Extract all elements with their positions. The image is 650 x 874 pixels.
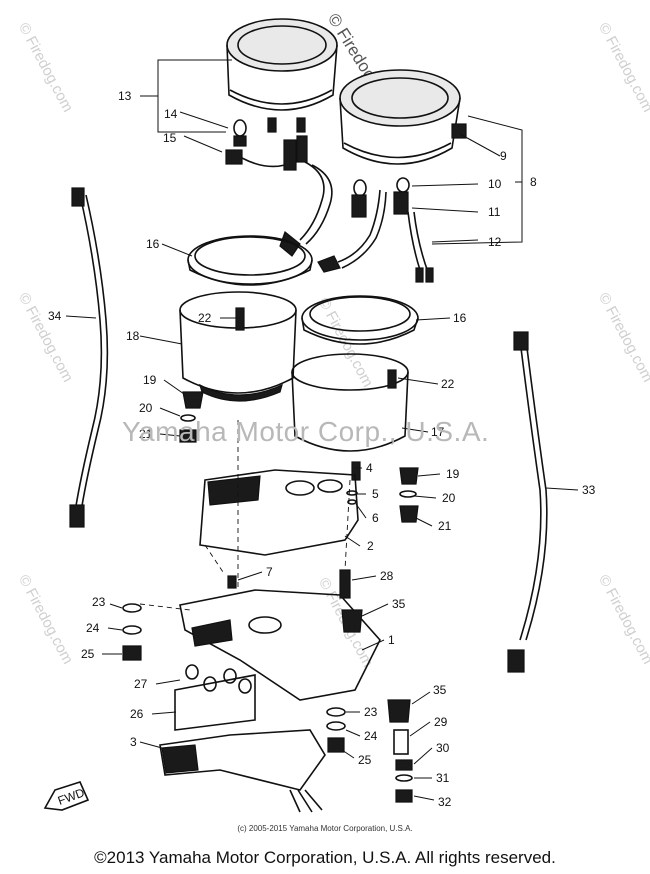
callout-21-left: 21 bbox=[139, 427, 153, 441]
cable-33 bbox=[507, 331, 548, 673]
callout-26: 26 bbox=[130, 707, 144, 721]
callout-16-left: 16 bbox=[146, 237, 160, 251]
socket-block-26 bbox=[174, 664, 256, 731]
ring-16-right bbox=[301, 295, 419, 345]
socket-15 bbox=[225, 135, 333, 257]
callout-27: 27 bbox=[134, 677, 148, 691]
bracket-1 bbox=[179, 589, 381, 701]
callout-15: 15 bbox=[163, 131, 177, 145]
callout-31: 31 bbox=[436, 771, 450, 785]
case-17 bbox=[291, 353, 409, 452]
callout-20-right: 20 bbox=[442, 491, 456, 505]
callout-5: 5 bbox=[372, 487, 379, 501]
cable-34 bbox=[69, 187, 109, 528]
callout-4: 4 bbox=[366, 461, 373, 475]
grommet-stack-left bbox=[179, 391, 204, 443]
grommet-35-upper bbox=[341, 609, 363, 633]
bulb-10-11 bbox=[317, 177, 434, 283]
callout-25-right: 25 bbox=[358, 753, 372, 767]
bracket-3 bbox=[159, 729, 326, 813]
callout-24-right: 24 bbox=[364, 729, 378, 743]
callout-3: 3 bbox=[130, 735, 137, 749]
callout-35-upper: 35 bbox=[392, 597, 406, 611]
case-18 bbox=[179, 291, 297, 402]
callout-30: 30 bbox=[436, 741, 450, 755]
callout-12: 12 bbox=[488, 235, 502, 249]
callout-18: 18 bbox=[126, 329, 140, 343]
callout-24-left: 24 bbox=[86, 621, 100, 635]
washer-stack-left bbox=[122, 603, 142, 661]
watermark-center: Yamaha Motor Corp., U.S.A. bbox=[122, 416, 490, 447]
callout-29: 29 bbox=[434, 715, 448, 729]
callout-2: 2 bbox=[367, 539, 374, 553]
callout-1: 1 bbox=[388, 633, 395, 647]
meter-8 bbox=[339, 69, 467, 165]
callout-20-left: 20 bbox=[139, 401, 153, 415]
callout-11: 11 bbox=[488, 205, 501, 219]
callout-7: 7 bbox=[266, 565, 273, 579]
callout-33: 33 bbox=[582, 483, 596, 497]
callout-13: 13 bbox=[118, 89, 132, 103]
washer-stack-right bbox=[326, 707, 346, 753]
callout-6: 6 bbox=[372, 511, 379, 525]
callout-19-left: 19 bbox=[143, 373, 157, 387]
callout-9: 9 bbox=[500, 149, 507, 163]
callout-14: 14 bbox=[164, 107, 178, 121]
callout-28: 28 bbox=[380, 569, 394, 583]
callout-25-left: 25 bbox=[81, 647, 95, 661]
collar-stack-29-32 bbox=[393, 729, 413, 803]
small-copyright: (c) 2005-2015 Yamaha Motor Corporation, … bbox=[237, 824, 413, 833]
callout-21-right: 21 bbox=[438, 519, 452, 533]
callout-23-right: 23 bbox=[364, 705, 378, 719]
callout-35-lower: 35 bbox=[433, 683, 447, 697]
callout-16-right: 16 bbox=[453, 311, 467, 325]
callout-8: 8 bbox=[530, 175, 537, 189]
fwd-arrow-icon bbox=[43, 781, 90, 811]
grommet-35-lower bbox=[387, 699, 411, 723]
grommet-stack-right bbox=[399, 467, 419, 523]
callout-22-left: 22 bbox=[198, 311, 212, 325]
callout-32: 32 bbox=[438, 795, 452, 809]
footer-copyright: ©2013 Yamaha Motor Corporation, U.S.A. A… bbox=[94, 848, 556, 867]
callout-23-left: 23 bbox=[92, 595, 106, 609]
meter-13 bbox=[226, 18, 338, 133]
callout-17: 17 bbox=[431, 425, 445, 439]
ring-16-left bbox=[187, 235, 313, 286]
bulb-14 bbox=[233, 119, 247, 147]
callout-10: 10 bbox=[488, 177, 502, 191]
bracket-2 bbox=[199, 469, 359, 556]
callout-19-right: 19 bbox=[446, 467, 460, 481]
callout-34: 34 bbox=[48, 309, 62, 323]
callout-22-right: 22 bbox=[441, 377, 455, 391]
